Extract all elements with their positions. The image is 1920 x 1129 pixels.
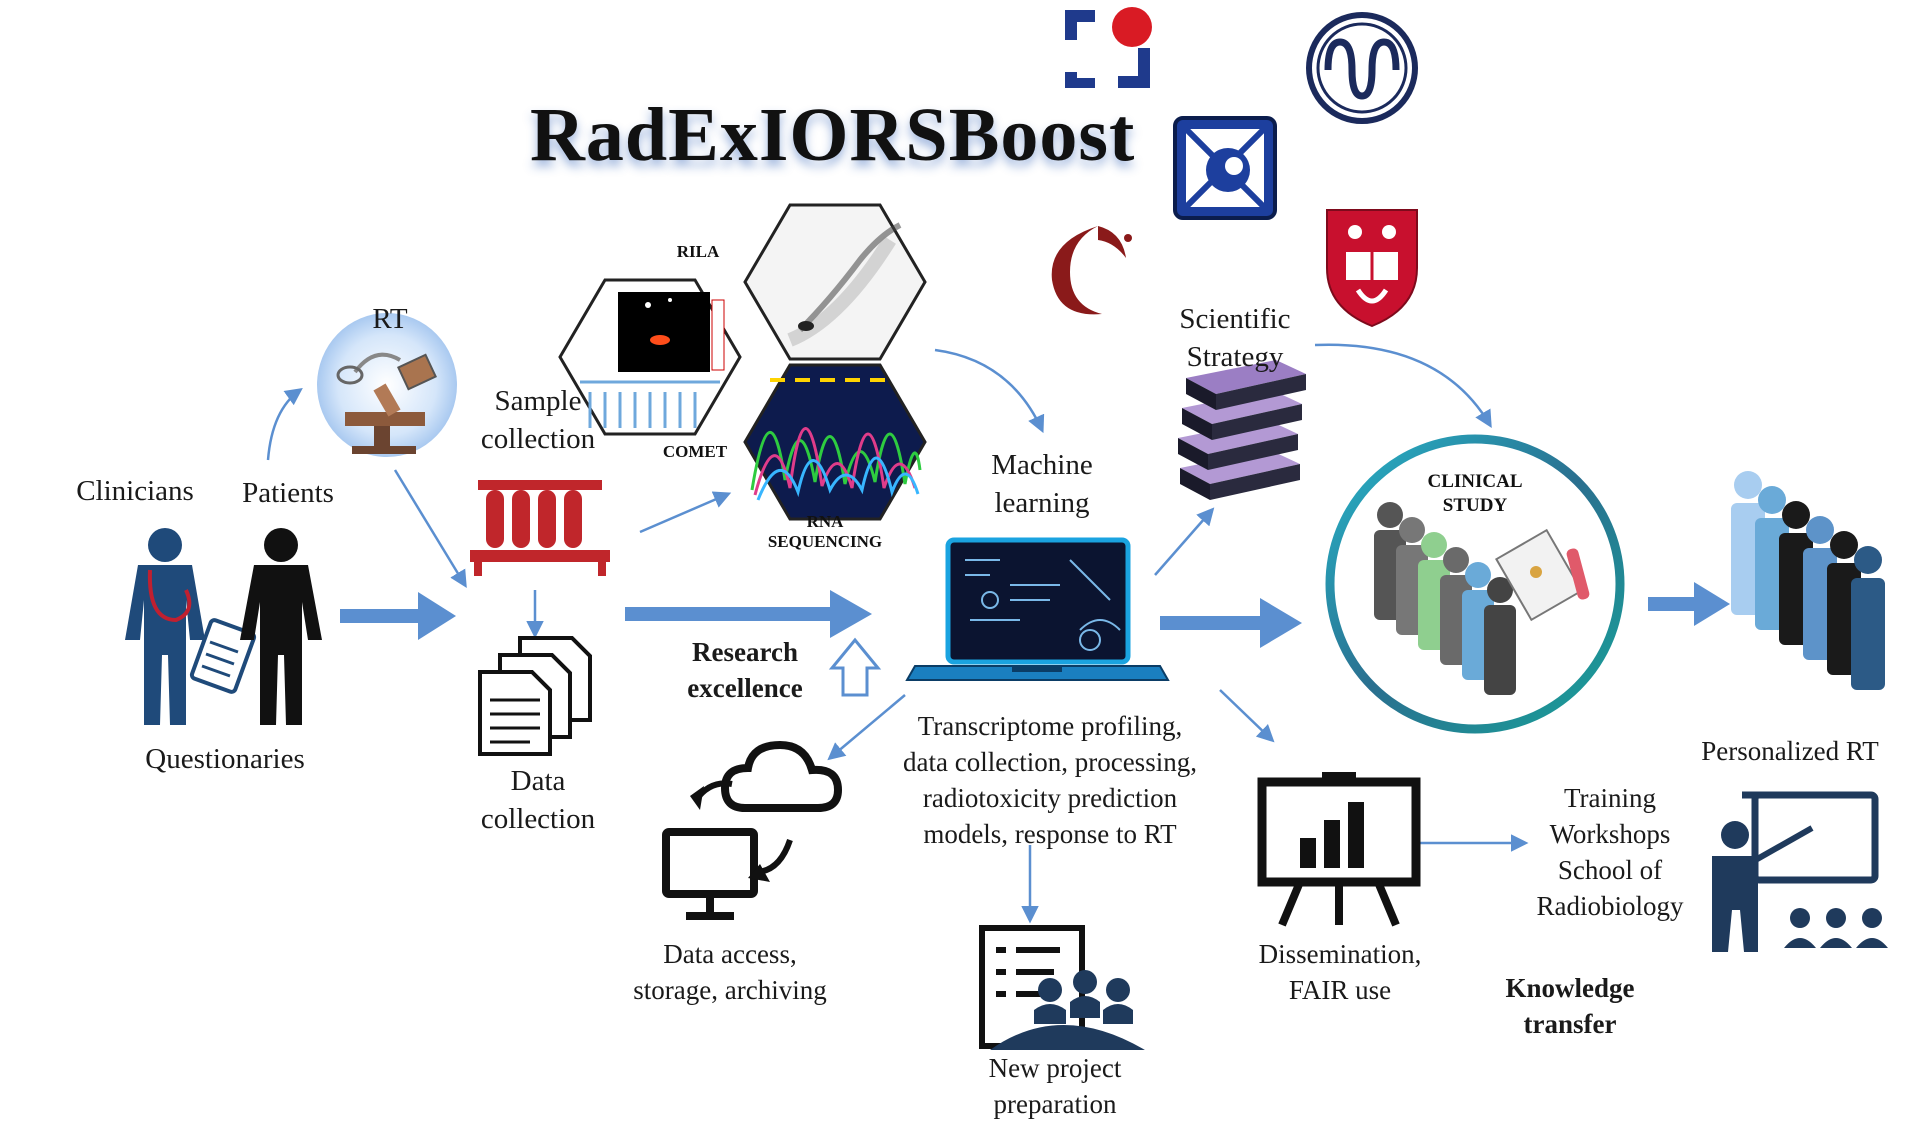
label-rna-sequencing: RNA SEQUENCING	[767, 512, 883, 551]
hexagon-images	[558, 203, 927, 521]
clinician-icon	[125, 528, 205, 725]
logo-circle-waves	[1306, 12, 1418, 124]
books-icon	[1178, 360, 1306, 500]
clipboard-icon	[189, 618, 257, 694]
logo-square-dot	[1065, 7, 1152, 88]
cloud-sync-icon	[662, 740, 843, 920]
logo-red-crescent	[1051, 226, 1132, 315]
flow-arrow-research	[625, 590, 872, 638]
label-personalized-rt: Personalized RT	[1701, 736, 1879, 766]
label-patients: Patients	[242, 477, 334, 509]
clinical-study-ring	[1325, 434, 1625, 734]
presentation-board-icon	[1257, 772, 1421, 927]
label-new-project: New project preparation	[988, 1053, 1122, 1119]
specimen-card	[1495, 528, 1590, 622]
label-machine-learning: Machine learning	[991, 449, 1093, 519]
label-dissemination: Dissemination, FAIR use	[1258, 939, 1422, 1005]
meeting-icon	[979, 925, 1145, 1050]
logo-red-shield	[1326, 209, 1418, 328]
teacher-icon	[1712, 791, 1888, 952]
connectors	[266, 343, 1529, 924]
diagram-title: RadExIORSBoost	[530, 93, 1136, 177]
patient-icon	[240, 528, 322, 725]
label-scientific-strategy: Scientific Strategy	[1179, 303, 1291, 373]
research-excellence-arrow	[828, 637, 882, 697]
label-data-access: Data access, storage, archiving	[633, 939, 827, 1005]
label-sample-collection: Sample collection	[480, 385, 596, 455]
study-people	[1374, 502, 1516, 695]
label-rt: RT	[372, 303, 408, 335]
label-questionaries: Questionaries	[145, 743, 305, 775]
label-rila: RILA	[676, 242, 720, 261]
sync-arrow-up	[690, 786, 704, 810]
label-clinicians: Clinicians	[76, 475, 194, 507]
flow-arrow-patients	[340, 592, 456, 640]
label-transcriptome: Transcriptome profiling, data collection…	[903, 711, 1197, 849]
logo-blue-square	[1173, 116, 1277, 220]
sync-arrow-down	[748, 864, 770, 882]
people-queue-icon	[1731, 471, 1885, 690]
test-tubes-icon	[470, 480, 610, 576]
label-data-collection: Data collection	[480, 765, 596, 835]
label-research-excellence: Research excellence	[687, 637, 803, 703]
documents-icon	[478, 636, 592, 756]
laptop-icon	[905, 537, 1170, 681]
label-comet: COMET	[662, 442, 728, 461]
label-knowledge-transfer: Knowledge transfer	[1505, 973, 1635, 1039]
rt-machine-icon	[317, 313, 457, 457]
label-training: Training Workshops School of Radiobiolog…	[1536, 783, 1684, 921]
flow-arrow-clinical	[1160, 598, 1302, 648]
flow-arrow-personalized	[1648, 582, 1730, 626]
label-clinical-study: CLINICAL STUDY	[1427, 471, 1523, 516]
